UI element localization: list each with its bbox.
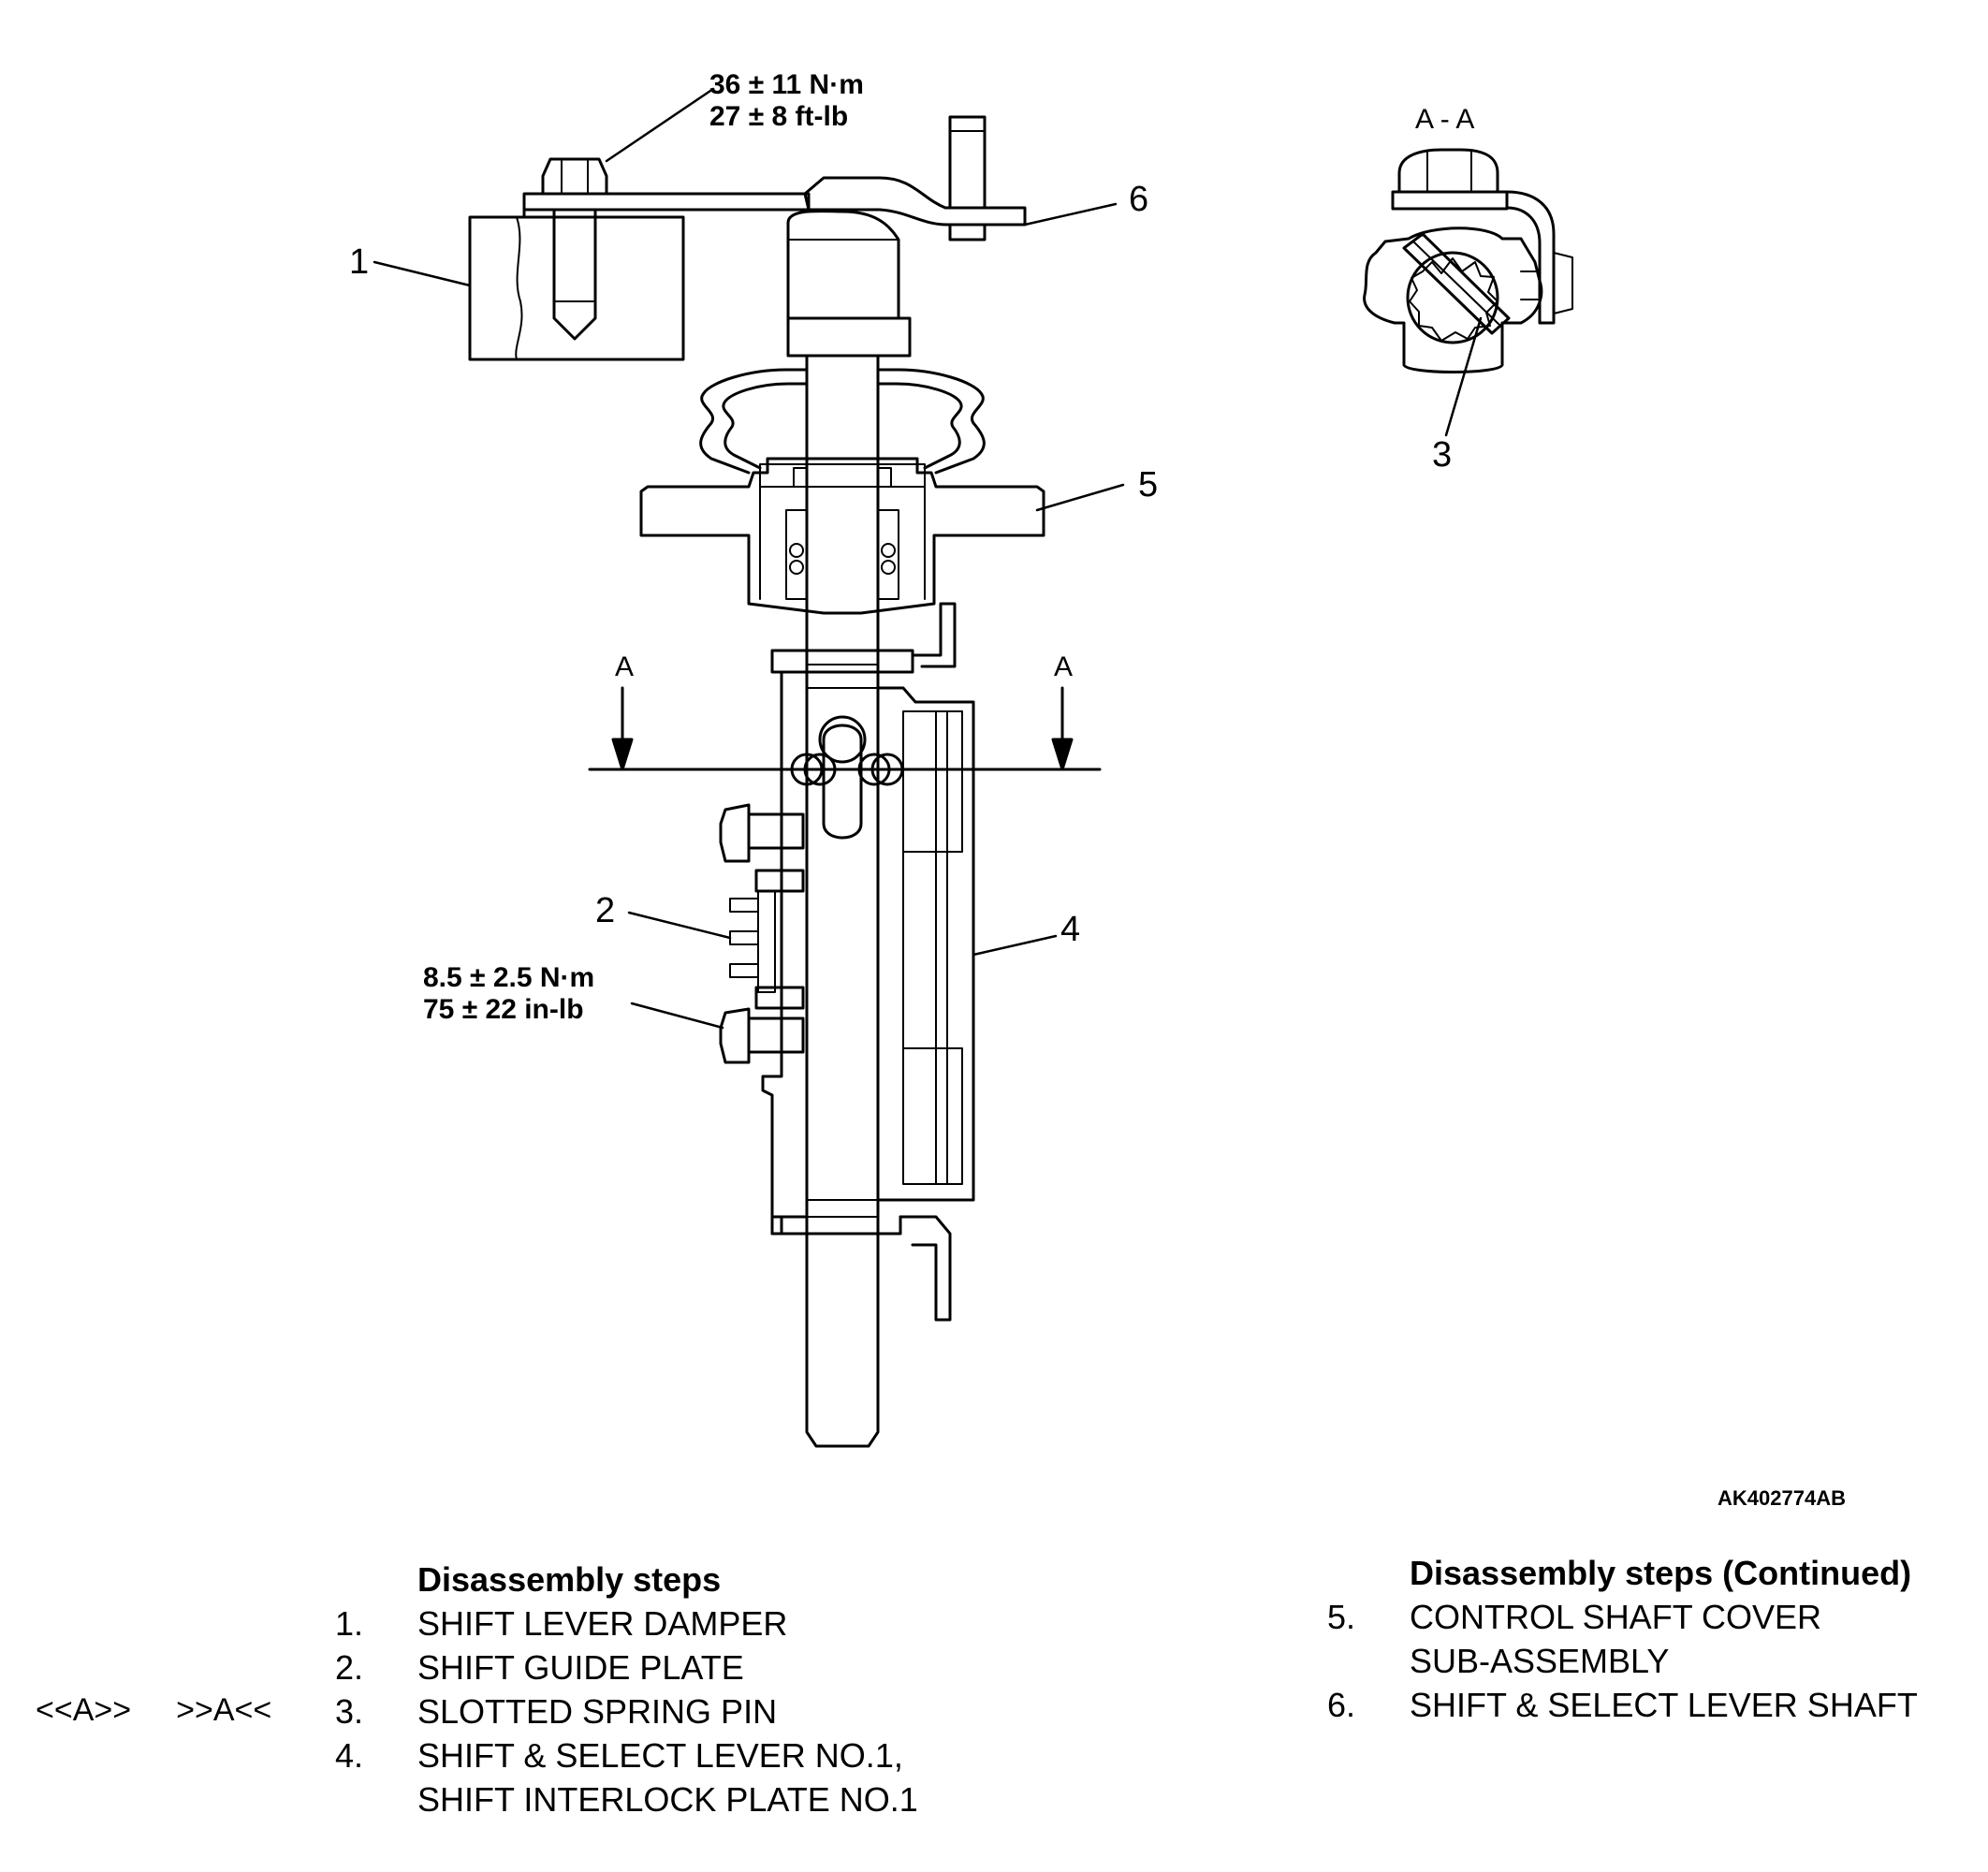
reference-marks: <<A>> >>A<< (36, 1692, 271, 1729)
step-number: 3. (335, 1692, 364, 1731)
legend-disassembly-steps: Disassembly steps 1. SHIFT LEVER DAMPER … (335, 1558, 918, 1821)
legend-heading: Disassembly steps (417, 1560, 722, 1599)
step-text: SHIFT & SELECT LEVER NO.1, (417, 1736, 903, 1775)
legend-disassembly-steps-continued: Disassembly steps (Continued) 5. CONTROL… (1327, 1551, 1918, 1727)
section-marker-left: A (615, 651, 634, 682)
section-view-aa (1363, 148, 1573, 373)
legend-step-1: 1. SHIFT LEVER DAMPER (335, 1601, 918, 1645)
callout-6: 6 (1129, 180, 1148, 219)
shift-lever-damper-part (468, 192, 811, 361)
control-shaft-part (790, 354, 904, 1448)
legend-step-4: 4. SHIFT & SELECT LEVER NO.1, SHIFT INTE… (335, 1733, 918, 1821)
callout-1: 1 (349, 242, 369, 282)
control-shaft-cover-part (639, 368, 1045, 615)
step-text: SLOTTED SPRING PIN (417, 1692, 778, 1731)
shift-select-lever-shaft-part (786, 115, 1027, 358)
step-number: 4. (335, 1736, 364, 1775)
step-text-continued: SHIFT INTERLOCK PLATE NO.1 (417, 1780, 918, 1819)
torque-top-imperial: 27 ± 8 ft-lb (709, 101, 848, 132)
step-text: SHIFT & SELECT LEVER SHAFT (1410, 1686, 1918, 1724)
section-view-title: A - A (1415, 104, 1474, 135)
legend-step-6: 6. SHIFT & SELECT LEVER SHAFT (1327, 1683, 1918, 1727)
legend-step-5: 5. CONTROL SHAFT COVER SUB-ASSEMBLY (1327, 1595, 1918, 1683)
callout-3: 3 (1432, 435, 1452, 475)
callout-2: 2 (595, 891, 615, 930)
legend-step-3: 3. SLOTTED SPRING PIN (335, 1689, 918, 1733)
callout-4: 4 (1060, 910, 1080, 949)
callout-5: 5 (1138, 465, 1158, 505)
torque-bottom-metric: 8.5 ± 2.5 N·m (423, 962, 594, 993)
step-text-continued: SUB-ASSEMBLY (1410, 1642, 1670, 1680)
step-text: CONTROL SHAFT COVER (1410, 1598, 1822, 1636)
torque-top-metric: 36 ± 11 N·m (709, 69, 864, 100)
section-line (588, 686, 1102, 771)
legend-heading-continued: Disassembly steps (Continued) (1410, 1554, 1912, 1592)
section-marker-right: A (1054, 651, 1073, 682)
step-number: 2. (335, 1648, 364, 1687)
step-number: 5. (1327, 1598, 1356, 1636)
ref-mark-installation: >>A<< (176, 1692, 272, 1728)
step-number: 6. (1327, 1686, 1356, 1724)
leader-lines (373, 87, 1483, 1030)
step-text: SHIFT GUIDE PLATE (417, 1648, 744, 1687)
step-number: 1. (335, 1604, 364, 1643)
shift-guide-plate-part (719, 803, 805, 1068)
top-bolt-part (541, 157, 608, 341)
shift-select-lever-part (761, 602, 975, 1322)
legend-step-2: 2. SHIFT GUIDE PLATE (335, 1645, 918, 1689)
figure-code: AK402774AB (1718, 1486, 1846, 1510)
step-text: SHIFT LEVER DAMPER (417, 1604, 788, 1643)
ref-mark-removal: <<A>> (36, 1692, 132, 1728)
torque-bottom-imperial: 75 ± 22 in-lb (423, 994, 584, 1025)
